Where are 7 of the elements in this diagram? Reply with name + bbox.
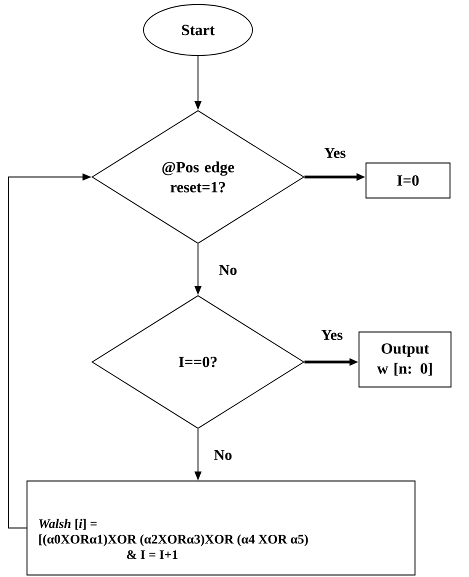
edge-label: Yes [323,147,347,159]
edge-label: No [218,264,238,276]
output-box: Output w [n: 0] [358,332,452,388]
edge-label: Yes [320,329,344,341]
process-box: I=0 [366,162,450,198]
edge-label: No [212,449,234,461]
process-box: Walsh [i] = [(α0XORα1)XOR (α2XORα3)XOR (α4 XOR α5) & I = I+1 [26,480,416,576]
